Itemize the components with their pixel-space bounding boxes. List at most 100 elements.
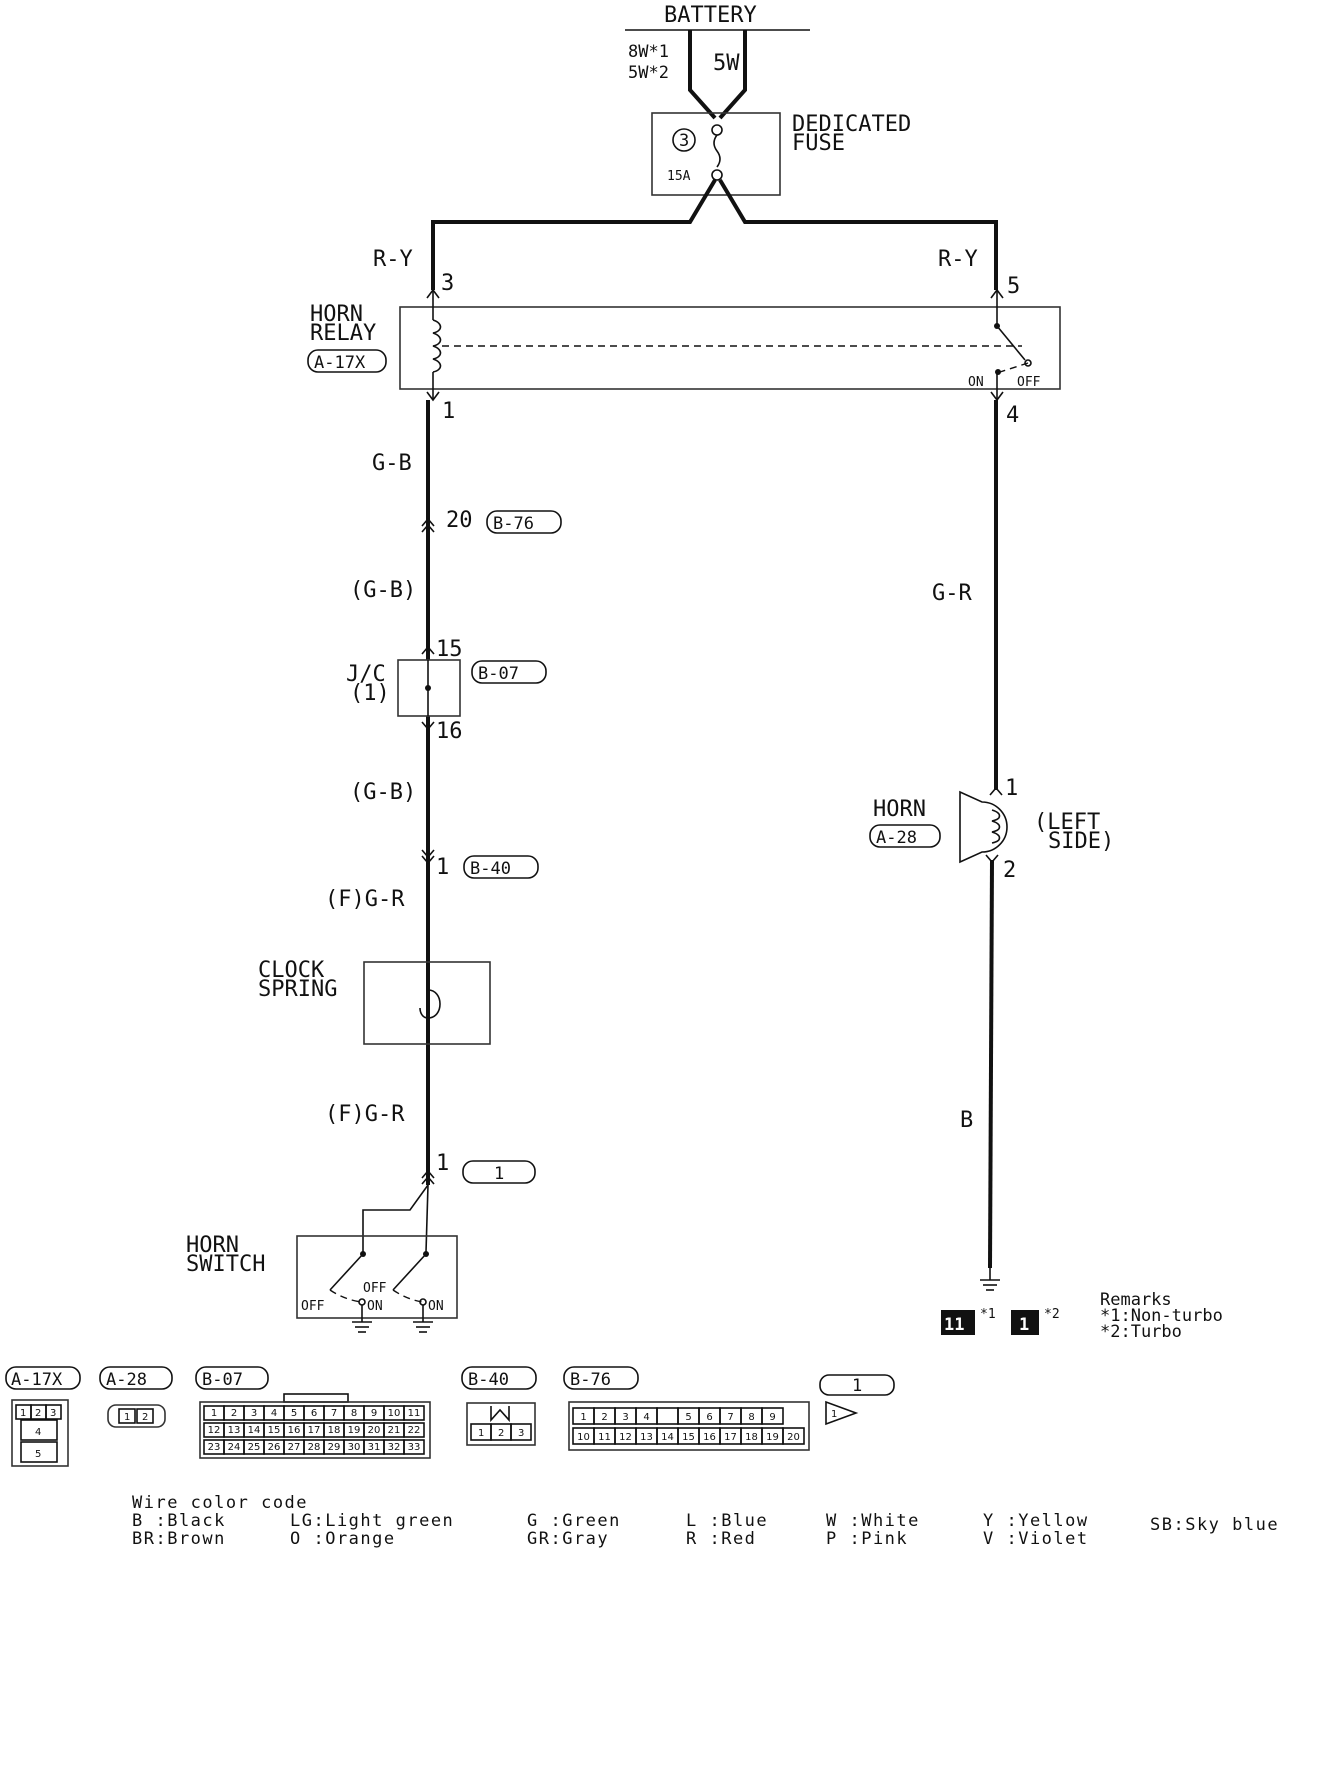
- battery-label: BATTERY: [664, 3, 757, 28]
- horn-side-a: (LEFT: [1034, 810, 1100, 835]
- switch-connector: 1: [494, 1164, 504, 1184]
- svg-text:SB:Sky blue: SB:Sky blue: [1150, 1515, 1279, 1535]
- relay-on-label: ON: [968, 375, 984, 390]
- connector-pin-number: 19: [348, 1425, 361, 1436]
- connector-pin-number: 22: [408, 1425, 421, 1436]
- connector-view-b40: B-40 1 2 3: [461, 1366, 537, 1446]
- horn-side-b: SIDE): [1048, 829, 1114, 854]
- connector-view-1: 1 1: [819, 1374, 895, 1426]
- connector-pin-cell: [403, 1422, 425, 1438]
- connector-pin-number: 12: [619, 1432, 632, 1443]
- wire-color-code: Wire color code B :Black BR:Brown LG:Lig…: [132, 1493, 1279, 1549]
- connector-pin-cell: [403, 1405, 425, 1421]
- connector-pin-cell: [761, 1407, 784, 1425]
- jc-title-b: (1): [350, 681, 390, 706]
- svg-text:L :Blue: L :Blue: [686, 1511, 768, 1531]
- connector-pin-number: 17: [308, 1425, 321, 1436]
- connector-pin-number: 2: [601, 1412, 607, 1423]
- b07-label: B-07: [202, 1370, 243, 1390]
- wire-label-5w-turbo: 5W*2: [628, 63, 669, 83]
- dedicated-fuse: 3 15A DEDICATED FUSE: [651, 112, 911, 196]
- svg-text:BR:Brown: BR:Brown: [132, 1529, 226, 1549]
- connector-pin-number: 27: [288, 1442, 301, 1453]
- svg-text:Y :Yellow: Y :Yellow: [983, 1511, 1089, 1531]
- connector-pin-number: 21: [388, 1425, 401, 1436]
- horn-relay: ON OFF 3 5 1 4 HORN RELAY A-17X: [307, 271, 1061, 428]
- connector-pin-number: 18: [745, 1432, 758, 1443]
- wire-label-fgr: (F)G-R: [325, 887, 405, 912]
- wire-label-gb: G-B: [372, 451, 412, 476]
- b76-pin: 20: [446, 508, 473, 533]
- remarks-line-1: *1:Non-turbo: [1100, 1306, 1223, 1326]
- svg-text:4: 4: [35, 1427, 41, 1438]
- connector-pin-number: 2: [231, 1408, 237, 1419]
- battery-wires: 8W*1 5W*2 5W: [628, 30, 747, 120]
- relay-pin-4: 4: [1006, 403, 1019, 428]
- ground-point-a: 11: [944, 1315, 964, 1335]
- connector-pin-number: 8: [351, 1408, 357, 1419]
- connector-pin-number: 25: [248, 1442, 261, 1453]
- horn-switch-title-b: SWITCH: [186, 1252, 265, 1277]
- svg-text:W :White: W :White: [826, 1511, 920, 1531]
- relay-off-label: OFF: [1017, 375, 1041, 390]
- connector-pin-cell: [403, 1439, 425, 1455]
- connector-pin-number: 3: [251, 1408, 257, 1419]
- b40-view-label: B-40: [468, 1370, 509, 1390]
- connector-pin-number: 4: [643, 1412, 649, 1423]
- svg-text:2: 2: [498, 1428, 504, 1439]
- connector-pin-number: 23: [208, 1442, 221, 1453]
- connector-pin-number: 13: [640, 1432, 653, 1443]
- battery: BATTERY: [625, 3, 810, 31]
- switch-off-label: OFF: [301, 1299, 325, 1314]
- connector-pin-number: 32: [388, 1442, 401, 1453]
- jc-pin-15: 15: [436, 637, 463, 662]
- connector-pin-number: 5: [685, 1412, 691, 1423]
- relay-connector: A-17X: [314, 353, 366, 373]
- a17x-label: A-17X: [11, 1370, 63, 1390]
- remarks-title: Remarks: [1100, 1290, 1172, 1310]
- relay-title-a: HORN: [310, 302, 363, 327]
- wire-label-gb-2: (G-B): [350, 578, 416, 603]
- color-code-title: Wire color code: [132, 1493, 308, 1513]
- svg-text:P :Pink: P :Pink: [826, 1529, 908, 1549]
- connector-pin-number: 7: [331, 1408, 337, 1419]
- svg-text:G :Green: G :Green: [527, 1511, 621, 1531]
- svg-text:1: 1: [124, 1412, 130, 1423]
- relay-pin-3: 3: [441, 271, 454, 296]
- remarks: Remarks *1:Non-turbo *2:Turbo: [1100, 1290, 1223, 1342]
- svg-text:R :Red: R :Red: [686, 1529, 756, 1549]
- connector-pin-number: 5: [291, 1408, 297, 1419]
- wire-label-ry-right: R-Y: [938, 247, 978, 272]
- svg-text:GR:Gray: GR:Gray: [527, 1529, 609, 1549]
- svg-text:3: 3: [518, 1428, 524, 1439]
- horn-title: HORN: [873, 797, 926, 822]
- connector-pin-number: 4: [271, 1408, 277, 1419]
- connector-pin-number: 7: [727, 1412, 733, 1423]
- a28-label: A-28: [106, 1370, 147, 1390]
- connector-pin-number: 18: [328, 1425, 341, 1436]
- svg-text:1: 1: [20, 1408, 26, 1419]
- connector-view-a17x: A-17X 1 2 3 4 5: [5, 1366, 81, 1467]
- horn-pin-2: 2: [1003, 858, 1016, 883]
- horn-switch-connector-mark: 1 1: [421, 1151, 536, 1185]
- wire-label-gr: G-R: [932, 581, 972, 606]
- connector-pin-number: 1: [211, 1408, 217, 1419]
- ground-mark-a: *1: [980, 1307, 996, 1322]
- connector-pin-number: 9: [769, 1412, 775, 1423]
- connector-pin-number: 20: [787, 1432, 800, 1443]
- ground-mark-b: *2: [1044, 1307, 1060, 1322]
- connector-pin-number: 26: [268, 1442, 281, 1453]
- fuse-rating: 15A: [667, 169, 691, 184]
- ground-point-b: 1: [1019, 1315, 1029, 1335]
- connector-pin-number: 17: [724, 1432, 737, 1443]
- connector-pin-number: 15: [268, 1425, 281, 1436]
- connector-view-a28: A-28 1 2: [99, 1366, 173, 1428]
- connector-pin-number: 6: [706, 1412, 712, 1423]
- connector-pin-number: 12: [208, 1425, 221, 1436]
- switch-on-label: ON: [367, 1299, 383, 1314]
- connector-pin-number: 24: [228, 1442, 241, 1453]
